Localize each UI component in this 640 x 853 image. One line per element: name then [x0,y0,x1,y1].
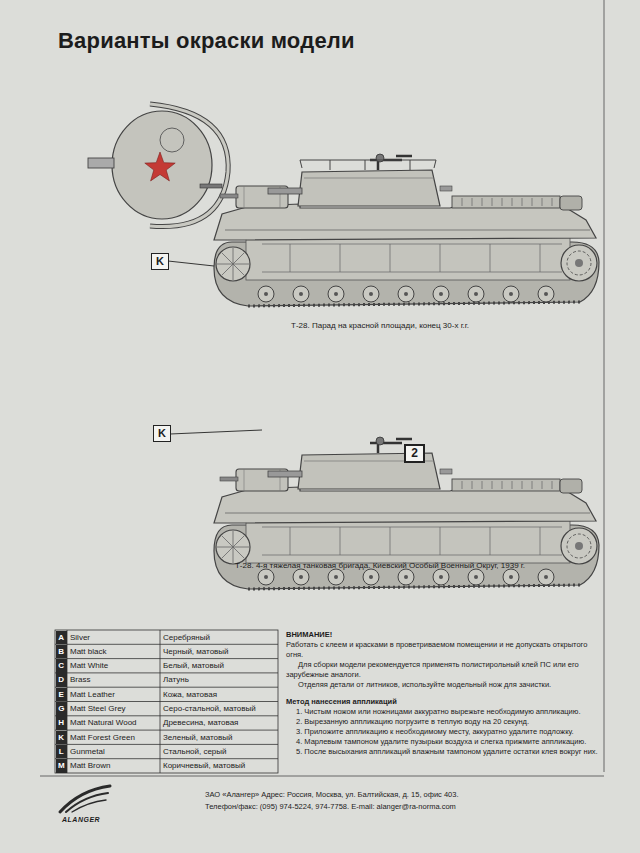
drawing-part [72,800,106,812]
page-title: Варианты окраски модели [58,28,355,54]
note-text: 2. Вырезанную аппликацию погрузите в теп… [286,717,600,727]
drawing-part [145,152,175,181]
drawing-part [55,644,278,758]
paint-name-ru: Древесина, матовая [163,716,276,730]
drawing-part [66,793,108,812]
paint-name-en: Silver [70,631,158,645]
paint-name-en: Matt black [70,645,158,659]
paint-name-en: Matt White [70,659,158,673]
paint-name-ru: Зеленый, матовый [163,731,276,745]
callout-letter: K [158,427,166,439]
paint-name-ru: Коричневый, матовый [163,759,276,773]
note-text: 4. Марлевым тампоном удалите пузырьки во… [286,737,600,747]
paint-code: H [56,716,68,730]
paint-code: A [56,631,68,645]
paint-code: L [56,745,68,759]
callout-letter: 2 [411,446,418,460]
paint-name-en: Gunmetal [70,745,158,759]
drawing-part [55,630,278,773]
paint-name-en: Matt Brown [70,759,158,773]
logo-text: ALANGER [62,816,100,823]
paint-code: D [56,673,68,687]
note-text: Отделяя детали от литников, используйте … [286,680,600,690]
paint-name-ru: Стальной, серый [163,745,276,759]
drawing-part [300,160,436,170]
drawing-part [88,158,114,168]
paint-code: B [56,645,68,659]
paint-name-en: Matt Natural Wood [70,716,158,730]
note-text: Работать с клеем и красками в проветрива… [286,640,600,660]
paint-name-en: Matt Steel Grey [70,702,158,716]
paint-code: C [56,659,68,673]
alanger-logo [60,786,110,812]
drawing-part [60,786,110,812]
turret-top-view [88,104,228,227]
note-text: 5. После высыхания аппликаций влажным та… [286,747,600,757]
paint-name-ru: Серебряный [163,631,276,645]
paint-code: G [56,702,68,716]
callout-box: K [153,425,171,442]
drawing-part [40,0,604,776]
tank-parade [214,154,599,306]
paint-code: K [56,731,68,745]
leader-line [168,261,214,266]
footer-address: ЗАО «Алангер» Адрес: Россия, Москва, ул.… [205,790,459,799]
notes-block: ВНИМАНИЕ!Работать с клеем и красками в п… [286,630,600,757]
paint-name-ru: Серо-стальной, матовый [163,702,276,716]
paint-table-grid [55,630,278,773]
paint-name-en: Matt Leather [70,688,158,702]
callout-letter: K [156,255,164,267]
drawing-part [200,184,222,188]
callout-box: K [151,253,169,270]
view-caption: Т-28. 4-я тяжелая танковая бригада. Киев… [170,561,590,570]
paint-code: E [56,688,68,702]
note-heading: ВНИМАНИЕ! [286,630,600,640]
paint-name-ru: Латунь [163,673,276,687]
marking-box: 2 [404,444,425,463]
note-text: 1. Чистым ножом или ножницами аккуратно … [286,707,600,717]
note-heading: Метод нанесения аппликаций [286,697,600,707]
leader-line [170,430,262,434]
note-text: 3. Приложите аппликацию к необходимому м… [286,727,600,737]
paint-name-en: Matt Forest Green [70,731,158,745]
footer-contacts: Телефон/факс: (095) 974-5224, 974-7758. … [205,802,456,811]
view-caption: Т-28. Парад на красной площади, конец 30… [180,321,580,330]
paint-name-ru: Белый, матовый [163,659,276,673]
drawing-part [112,111,212,219]
drawing-part [160,128,184,152]
paint-code: M [56,759,68,773]
paint-name-en: Brass [70,673,158,687]
paint-name-ru: Кожа, матовая [163,688,276,702]
note-text: Для сборки модели рекомендуется применят… [286,660,600,680]
paint-name-ru: Черный, матовый [163,645,276,659]
